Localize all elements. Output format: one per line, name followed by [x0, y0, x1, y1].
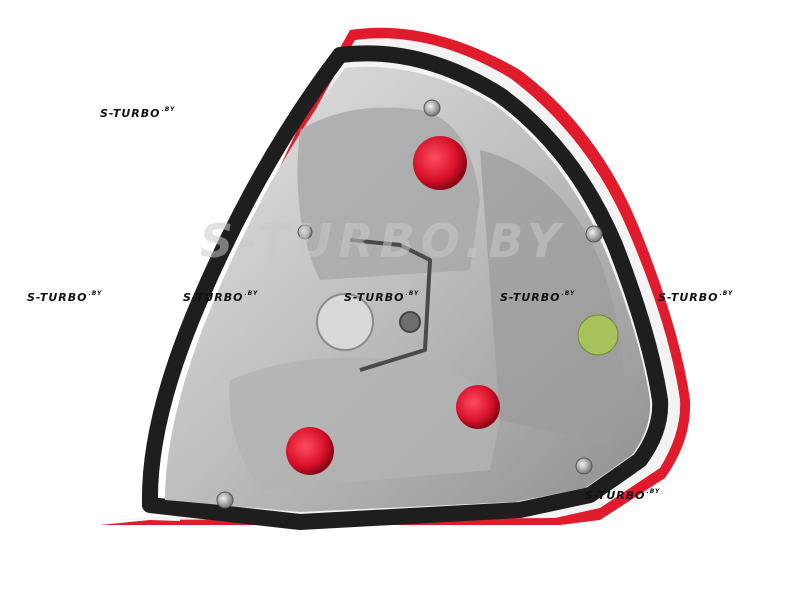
black-gasket [141, 45, 669, 530]
reflector-cavity-lower [229, 357, 500, 490]
mounting-bolt-bottom-left [216, 491, 234, 509]
watermark-row-1: S-TURBO.BY [27, 289, 103, 304]
large-faint-watermark: S-TURBO.BY [200, 214, 567, 268]
red-reflector-middle [456, 385, 500, 429]
watermark-row-2: S-TURBO.BY [183, 289, 259, 304]
watermark-row-5: S-TURBO.BY [658, 289, 734, 304]
mounting-bolt-left [297, 224, 313, 240]
watermark-row-4: S-TURBO.BY [500, 289, 576, 304]
watermark-top-left: S-TURBO.BY [100, 105, 176, 120]
red-reflector-bottom [286, 427, 334, 475]
wire-bracket [349, 238, 432, 372]
red-reflector-top [413, 136, 467, 190]
socket-port [399, 311, 421, 333]
mounting-bolt-bottom-right [575, 457, 593, 475]
mounting-bolt-top [423, 99, 441, 117]
mounting-bolt-right [585, 225, 603, 243]
watermark-bottom-right: S-TURBO.BY [585, 487, 661, 502]
bulb-socket [316, 293, 374, 351]
green-sticker [577, 314, 619, 356]
mounting-plate [480, 150, 625, 445]
watermark-row-3: S-TURBO.BY [344, 289, 420, 304]
